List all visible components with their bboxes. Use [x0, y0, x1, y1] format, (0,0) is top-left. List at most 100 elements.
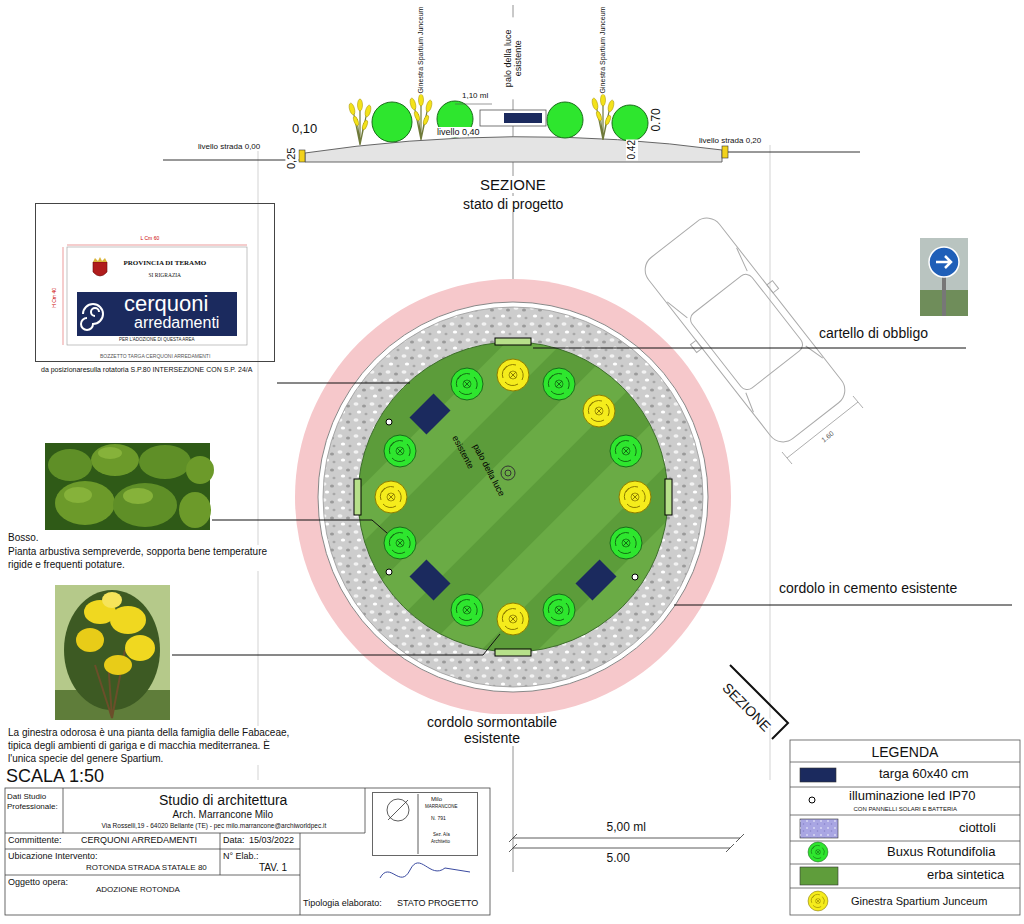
- plan-view: [451, 594, 483, 626]
- title-cell: Studio di architetturaArch. Marrancone M…: [63, 788, 365, 833]
- field-name: Tipologia elaborato:: [302, 898, 383, 908]
- plan-view: [665, 479, 672, 515]
- title-block: [365, 788, 366, 833]
- part-callout: cartello di obbligo: [818, 325, 929, 341]
- field-name: Ubicazione Intervento:: [7, 851, 99, 861]
- dimension: L Cm 60: [140, 236, 161, 242]
- dimension: 1,10 ml: [461, 91, 489, 100]
- dimension: 0,25: [285, 146, 298, 169]
- dimension: 1.60: [819, 429, 836, 445]
- title-block: [5, 849, 300, 850]
- legend-swatch: [800, 768, 836, 782]
- stamp-text: Architetto: [430, 839, 451, 844]
- plan-view: [610, 435, 642, 467]
- legend-sample: [800, 819, 838, 838]
- car-outline: [690, 340, 702, 352]
- part-callout: cordolo sormontabile esistente: [416, 714, 568, 746]
- legend-frame: [790, 864, 1020, 865]
- title-block: [5, 833, 365, 834]
- section-mark-label: SEZIONE: [718, 679, 774, 735]
- architect-stamp: [387, 799, 409, 821]
- dimension-line: [509, 844, 517, 852]
- plan-view: [495, 649, 531, 656]
- architect-stamp: MiloMARRANCONE N. 791Sez. A/aArchitetto: [372, 792, 478, 856]
- section-view: [591, 94, 615, 140]
- sign-sketch: [63, 245, 247, 345]
- leader-line: [172, 634, 500, 655]
- sign-sketch-frame: BOZZETTO TARGA CERQUONI ARREDAMENTIda po…: [35, 203, 275, 362]
- legend-frame: [790, 815, 1020, 816]
- stamp-text: N. 791: [430, 816, 447, 822]
- title-block: [63, 788, 64, 833]
- plan-view: [610, 527, 642, 559]
- plant-name: Bosso.: [7, 532, 40, 544]
- plant-note: La ginestra odorosa è una pianta della f…: [7, 726, 293, 765]
- shrub-photo: [55, 481, 115, 525]
- legend-text: erba sintetica: [926, 868, 1005, 883]
- broom-photo: [76, 628, 104, 652]
- stamp-text: Sez. A/a: [432, 832, 451, 837]
- architect-stamp: [387, 794, 418, 854]
- sign-photo: [920, 238, 968, 316]
- shrub-photo: [45, 443, 210, 530]
- title-cell: N° Elab.:TAV. 1: [220, 849, 300, 875]
- sign-sketch: [67, 245, 247, 246]
- dimension: 5.00: [606, 852, 631, 866]
- shrub-photo: [64, 487, 92, 503]
- section-view: [455, 104, 492, 105]
- field-name: Data:: [222, 835, 246, 845]
- level-mark: livello 0,40: [436, 127, 481, 137]
- plant-note: Pianta arbustiva sempreverde, sopporta b…: [7, 545, 273, 571]
- dimension-line: [509, 834, 517, 842]
- plan-view: [323, 307, 703, 687]
- section-view: [305, 137, 722, 162]
- legend-frame: [790, 787, 1020, 788]
- shrub-photo: [48, 449, 92, 481]
- legend-symbol: [808, 842, 828, 862]
- plan-view: [386, 569, 392, 575]
- stamp-text: MARRANCONE: [424, 804, 459, 809]
- stamp-text: Milo: [430, 796, 443, 803]
- plan-view: [354, 479, 361, 515]
- field-name: Committente:: [7, 835, 63, 845]
- level-mark: livello strada 0,20: [698, 136, 762, 145]
- legend-frame: [790, 740, 1020, 915]
- architect-name: Arch. Marrancone Milo: [172, 809, 275, 821]
- field-name: Dati Studio Professionale:: [6, 792, 62, 811]
- sign-footnote: PER L'ADOZIONE DI QUESTA AREA: [118, 337, 196, 342]
- title-cell: Data:15/03/2022: [220, 833, 300, 849]
- sign-sketch: [93, 257, 107, 262]
- legend-symbol: [809, 797, 815, 803]
- plan-view: [375, 481, 407, 513]
- broom-photo: [125, 635, 155, 661]
- sign-sketch: [63, 247, 64, 345]
- section-view: [163, 160, 300, 161]
- guide-line: [258, 145, 259, 780]
- plan-view: [318, 302, 708, 692]
- dimension-line: [513, 848, 730, 849]
- car-outline: [667, 248, 823, 412]
- title-block: [220, 833, 221, 875]
- plan-view: [409, 559, 450, 600]
- signature: [380, 863, 470, 878]
- sign-photo: [936, 256, 951, 268]
- broom-photo: [55, 585, 170, 720]
- shrub-photo: [98, 447, 122, 459]
- section-view: [372, 102, 412, 142]
- plan-view: [543, 368, 575, 400]
- plan-view: [497, 603, 529, 635]
- title-cell: Ubicazione Intervento:ROTONDA STRADA STA…: [5, 849, 220, 875]
- legend-sample: [808, 842, 828, 862]
- field-name: Oggetto opera:: [7, 877, 69, 887]
- sponsor-name: cerquoni: [123, 292, 209, 315]
- dimension: 0.42: [625, 139, 637, 160]
- title-block: [5, 875, 300, 876]
- legend-text: Buxus Rotundifolia: [886, 845, 996, 860]
- shrub-photo: [123, 488, 153, 504]
- title-block: [5, 788, 490, 915]
- dimension-line: [782, 396, 863, 464]
- section-view: [480, 110, 546, 126]
- dimension-line: [853, 396, 863, 408]
- section-view: [348, 99, 372, 145]
